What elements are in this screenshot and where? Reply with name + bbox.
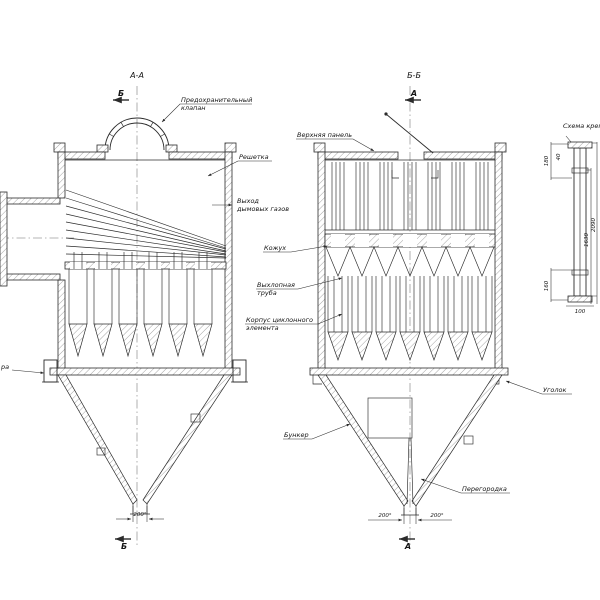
bb-view-title: Б-Б xyxy=(407,71,421,80)
label-gas-outlet-line2: дымовых газов xyxy=(236,205,289,213)
safety-valve-inner-arc xyxy=(109,122,165,151)
leader-partition xyxy=(420,478,510,494)
leader-exhaust-pipe xyxy=(256,277,343,290)
bb-exhaust-tubes xyxy=(331,162,489,230)
bb-access-hatch xyxy=(367,397,413,439)
safety-valve-flange-left xyxy=(96,144,109,153)
leader-angle-bracket xyxy=(505,380,572,395)
label-safety-valve-line1: Предохранительный xyxy=(181,96,252,104)
bb-cyclone-cones xyxy=(327,331,493,362)
label-safety-valve-line2: клапан xyxy=(181,104,206,112)
mounting-detail: Схема крепления 180 40 2090 1630 160 100 xyxy=(544,122,600,315)
leader-cyclone-body xyxy=(245,313,343,325)
label-exhaust-pipe-line2: труба xyxy=(257,289,277,297)
safety-valve-outer-arc xyxy=(104,117,170,151)
label-cyclone-body-line1: Корпус циклонного xyxy=(246,316,313,324)
detail-title: Схема крепления xyxy=(563,122,600,130)
leader-safety-valve xyxy=(161,103,252,123)
bb-dim-extension-lines xyxy=(403,508,417,524)
label-cyclone-body-line2: элемента xyxy=(246,324,279,332)
bb-top-panel-left xyxy=(317,151,399,160)
aa-cyclone-cones xyxy=(68,323,213,358)
detail-dim-180: 180 xyxy=(544,155,550,166)
label-grate: Решетка xyxy=(239,153,269,161)
bb-hopper-wall-right xyxy=(411,374,503,507)
bb-hopper-fitting xyxy=(463,435,474,445)
inlet-duct-top-wall xyxy=(0,197,61,205)
section-bb-view: 200° 200° А А Б-Б Верхняя панель Кожух В… xyxy=(245,71,572,551)
aa-dim-tip: 200° xyxy=(133,512,146,518)
aa-hopper-fitting-left xyxy=(96,447,106,456)
leader-top-panel xyxy=(296,138,375,152)
detail-dim-100: 100 xyxy=(575,309,586,315)
valve-flap-lever xyxy=(385,113,434,154)
bb-cyclone-cylinders xyxy=(327,276,493,332)
detail-top-plate xyxy=(567,141,593,149)
leader-grate xyxy=(207,160,272,177)
section-aa-view: 200° Б Б А-А Предохранительный клапан Ре… xyxy=(0,71,289,551)
aa-exhaust-stubs xyxy=(73,252,208,269)
bb-angle-cleats xyxy=(312,375,500,385)
bb-partition-plate xyxy=(406,437,414,505)
aa-left-wall-lower xyxy=(57,279,66,376)
detail-dim-2090: 2090 xyxy=(591,218,597,232)
bb-casing-band-openings xyxy=(331,234,489,247)
label-gas-outlet-line1: Выход xyxy=(237,197,259,205)
label-casing: Кожух xyxy=(264,244,286,252)
bb-right-wall xyxy=(494,151,503,376)
label-partition: Перегородка xyxy=(462,485,507,493)
aa-tube-sheet-openings xyxy=(70,262,211,269)
label-angle-bracket: Уголок xyxy=(543,386,566,394)
aa-cut-letter-top: Б xyxy=(118,89,124,98)
leader-casing xyxy=(263,245,328,253)
leader-hopper xyxy=(283,423,351,440)
bb-cut-letter-bottom: А xyxy=(404,542,411,551)
detail-dim-40: 40 xyxy=(556,153,562,160)
bb-left-wall xyxy=(317,151,326,376)
bb-cone-hoods-zigzag xyxy=(325,246,495,277)
aa-hopper-fitting-right xyxy=(190,413,201,423)
valve-flap-hinge xyxy=(384,112,388,116)
bb-top-corner-knob-left xyxy=(313,142,326,153)
grate-louvers xyxy=(65,189,227,259)
aa-hopper-wall-left xyxy=(57,374,138,505)
detail-bolt-upper xyxy=(571,167,589,174)
aa-dim-extension-lines xyxy=(132,506,148,522)
bb-top-corner-knob-right xyxy=(494,142,507,153)
detail-bolt-lower xyxy=(571,269,589,276)
inlet-duct-flange xyxy=(0,191,8,287)
aa-left-wall-upper xyxy=(57,151,66,199)
aa-cut-letter-bottom: Б xyxy=(121,542,127,551)
aa-top-corner-knob-left xyxy=(53,142,66,153)
aa-bottom-flange xyxy=(49,367,241,376)
bb-cut-letter-top: А xyxy=(410,89,417,98)
inlet-duct-bottom-wall xyxy=(0,273,61,281)
label-hopper: Бункер xyxy=(284,431,309,439)
bb-bottom-flange xyxy=(309,367,509,376)
bb-top-panel-right xyxy=(423,151,503,160)
aa-top-corner-knob-right xyxy=(224,142,237,153)
detail-dim-1630: 1630 xyxy=(584,233,590,247)
safety-valve-segment-ticks xyxy=(109,122,165,137)
detail-dim-160: 160 xyxy=(544,280,550,291)
bb-dim-tip-left: 200° xyxy=(378,513,391,519)
aa-cyclone-cylinders xyxy=(68,269,213,324)
aa-view-title: А-А xyxy=(129,71,144,80)
aa-top-wall-right xyxy=(168,151,233,160)
label-top-panel: Верхняя панель xyxy=(297,131,352,139)
label-exhaust-pipe-line1: Выхлопная xyxy=(257,281,295,289)
bb-hopper-wall-left xyxy=(317,374,409,507)
bb-dim-tip-right: 200° xyxy=(430,513,443,519)
label-support-fragment: ра xyxy=(0,363,9,371)
detail-bottom-plate xyxy=(567,295,593,303)
bb-opening-corner-brackets xyxy=(391,170,439,179)
aa-hopper-wall-right xyxy=(142,374,233,505)
leader-support xyxy=(11,369,45,375)
detail-dimension-lines xyxy=(550,142,598,307)
safety-valve-flange-right xyxy=(165,144,178,153)
